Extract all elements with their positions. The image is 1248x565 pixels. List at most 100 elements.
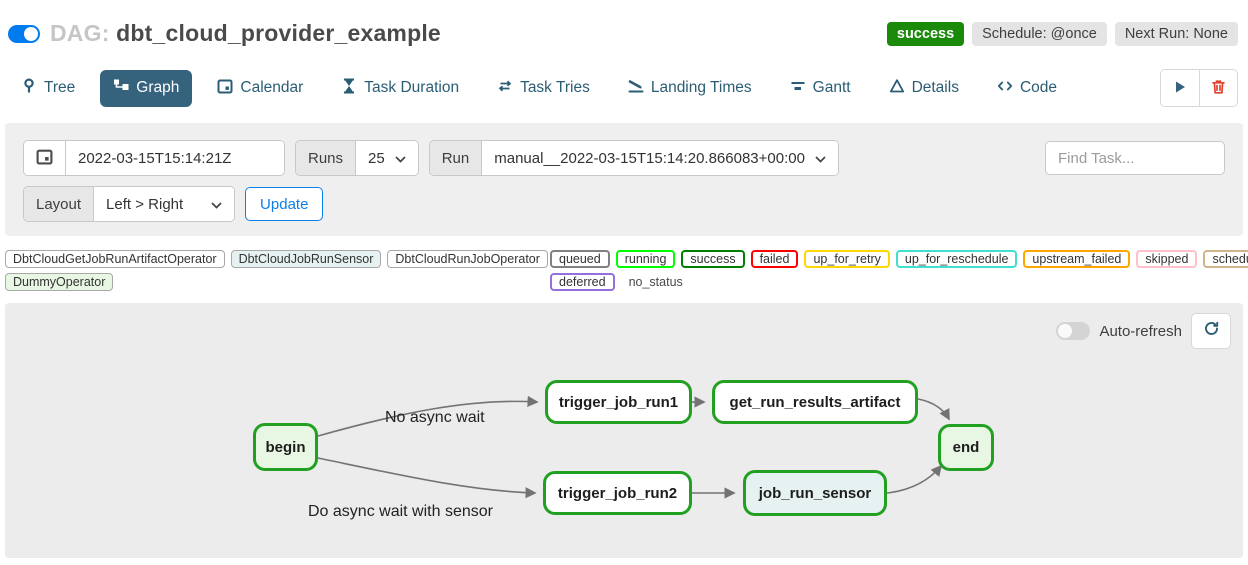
details-icon	[889, 78, 905, 99]
retry-icon	[497, 78, 513, 99]
refresh-icon	[1203, 320, 1220, 342]
graph-icon	[113, 78, 129, 99]
play-icon	[1173, 80, 1187, 97]
calendar-picker-button[interactable]	[24, 141, 66, 175]
legend: DbtCloudGetJobRunArtifactOperator DbtClo…	[5, 250, 1248, 291]
tab-calendar[interactable]: Calendar	[204, 70, 316, 107]
calendar-icon	[36, 148, 53, 169]
landing-icon	[628, 78, 644, 99]
layout-label: Layout	[24, 187, 95, 221]
tab-code[interactable]: Code	[984, 70, 1070, 107]
tab-landing-times[interactable]: Landing Times	[615, 70, 765, 107]
operator-badge: DbtCloudJobRunSensor	[230, 250, 382, 268]
delete-dag-button[interactable]	[1199, 70, 1237, 106]
status-label-no-status: no_status	[628, 275, 683, 289]
toggle-knob	[24, 26, 38, 41]
status-badge-up-for-reschedule[interactable]: up_for_reschedule	[895, 250, 1018, 268]
tab-label: Details	[911, 79, 959, 96]
runs-count-value: 25	[368, 149, 385, 167]
view-tabbar: Tree Graph Calendar Task Duration Task T…	[8, 69, 1238, 107]
code-icon	[997, 78, 1013, 99]
dag-pause-toggle[interactable]	[8, 24, 40, 43]
tab-label: Task Tries	[520, 79, 590, 96]
update-button[interactable]: Update	[245, 187, 324, 221]
auto-refresh-label: Auto-refresh	[1099, 322, 1182, 340]
dag-run-select[interactable]: manual__2022-03-15T15:14:20.866083+00:00	[482, 141, 838, 175]
auto-refresh-toggle[interactable]	[1056, 322, 1091, 340]
tab-label: Gantt	[812, 79, 851, 96]
schedule-badge: Schedule: @once	[972, 21, 1107, 46]
dag-graph-panel: Auto-refresh No async wait Do async wait…	[5, 303, 1243, 558]
find-task-input[interactable]	[1045, 141, 1225, 175]
tab-label: Calendar	[240, 79, 304, 96]
refresh-button[interactable]	[1191, 313, 1231, 349]
dag-action-buttons	[1160, 69, 1238, 107]
tab-label: Tree	[44, 79, 76, 96]
toggle-knob	[1058, 324, 1073, 338]
tab-task-duration[interactable]: Task Duration	[328, 70, 472, 107]
edge-label-no-async-wait: No async wait	[385, 409, 485, 426]
chevron-down-icon	[815, 150, 826, 167]
dag-header: DAG: dbt_cloud_provider_example success …	[0, 0, 1248, 47]
layout-value: Left > Right	[106, 195, 184, 213]
dag-name: dbt_cloud_provider_example	[116, 20, 441, 46]
tab-label: Task Duration	[364, 79, 460, 96]
header-badges: success Schedule: @once Next Run: None	[886, 21, 1238, 46]
status-badge-scheduled[interactable]: scheduled	[1203, 250, 1248, 268]
dag-prefix-label: DAG:	[50, 20, 110, 46]
dag-edges	[317, 395, 950, 499]
tab-label: Landing Times	[650, 79, 752, 96]
trigger-dag-button[interactable]	[1161, 70, 1199, 106]
next-run-badge: Next Run: None	[1114, 21, 1238, 46]
auto-refresh-control: Auto-refresh	[1056, 313, 1231, 349]
runs-label: Runs	[296, 141, 357, 175]
operator-badge: DbtCloudGetJobRunArtifactOperator	[5, 250, 225, 268]
tab-label: Code	[1019, 79, 1058, 96]
filter-row-2: Layout Left > Right Update	[23, 186, 1225, 222]
task-node-end[interactable]: end	[938, 424, 994, 471]
calendar-icon	[217, 78, 233, 99]
dag-run-group: Run manual__2022-03-15T15:14:20.866083+0…	[428, 140, 839, 176]
trash-icon	[1211, 79, 1226, 98]
layout-group: Layout Left > Right	[23, 186, 236, 222]
status-badge-up-for-retry[interactable]: up_for_retry	[804, 250, 890, 268]
operator-badge: DbtCloudRunJobOperator	[387, 250, 548, 268]
operator-legend: DbtCloudGetJobRunArtifactOperator DbtClo…	[5, 250, 550, 291]
runs-count-select[interactable]: 25	[356, 141, 418, 175]
status-legend: queued running success failed up_for_ret…	[550, 250, 1248, 291]
runs-count-group: Runs 25	[295, 140, 419, 176]
task-node-trigger-job-run1[interactable]: trigger_job_run1	[545, 380, 692, 424]
dag-status-badge: success	[886, 21, 965, 46]
tab-tree[interactable]: Tree	[8, 70, 88, 107]
chevron-down-icon	[211, 196, 222, 213]
chevron-down-icon	[395, 150, 406, 167]
status-badge-deferred[interactable]: deferred	[550, 273, 615, 291]
operator-badge: DummyOperator	[5, 273, 114, 291]
layout-select[interactable]: Left > Right	[94, 187, 235, 221]
tab-task-tries[interactable]: Task Tries	[484, 70, 603, 107]
hourglass-icon	[341, 78, 357, 99]
status-badge-upstream-failed[interactable]: upstream_failed	[1023, 250, 1131, 268]
filter-bar: Runs 25 Run manual__2022-03-15T15:14:20.…	[5, 123, 1243, 236]
tab-details[interactable]: Details	[876, 70, 972, 107]
tree-icon	[21, 77, 37, 99]
execution-date-input[interactable]	[66, 141, 284, 175]
gantt-icon	[790, 78, 806, 99]
tab-gantt[interactable]: Gantt	[777, 70, 864, 107]
status-badge-failed[interactable]: failed	[750, 250, 799, 268]
task-node-get-run-results-artifact[interactable]: get_run_results_artifact	[712, 380, 918, 424]
tab-label: Graph	[136, 79, 180, 96]
edge-label-do-async-wait: Do async wait with sensor	[308, 503, 493, 520]
task-node-job-run-sensor[interactable]: job_run_sensor	[743, 470, 887, 516]
task-node-trigger-job-run2[interactable]: trigger_job_run2	[543, 471, 692, 515]
task-node-begin[interactable]: begin	[253, 423, 318, 471]
status-badge-running[interactable]: running	[615, 250, 676, 268]
execution-date-group	[23, 140, 285, 176]
status-badge-queued[interactable]: queued	[550, 250, 610, 268]
run-label: Run	[429, 141, 483, 175]
filter-row-1: Runs 25 Run manual__2022-03-15T15:14:20.…	[23, 140, 1225, 176]
status-badge-success[interactable]: success	[681, 250, 745, 268]
dag-run-value: manual__2022-03-15T15:14:20.866083+00:00	[494, 149, 805, 167]
tab-graph[interactable]: Graph	[100, 69, 193, 107]
status-badge-skipped[interactable]: skipped	[1136, 250, 1198, 268]
